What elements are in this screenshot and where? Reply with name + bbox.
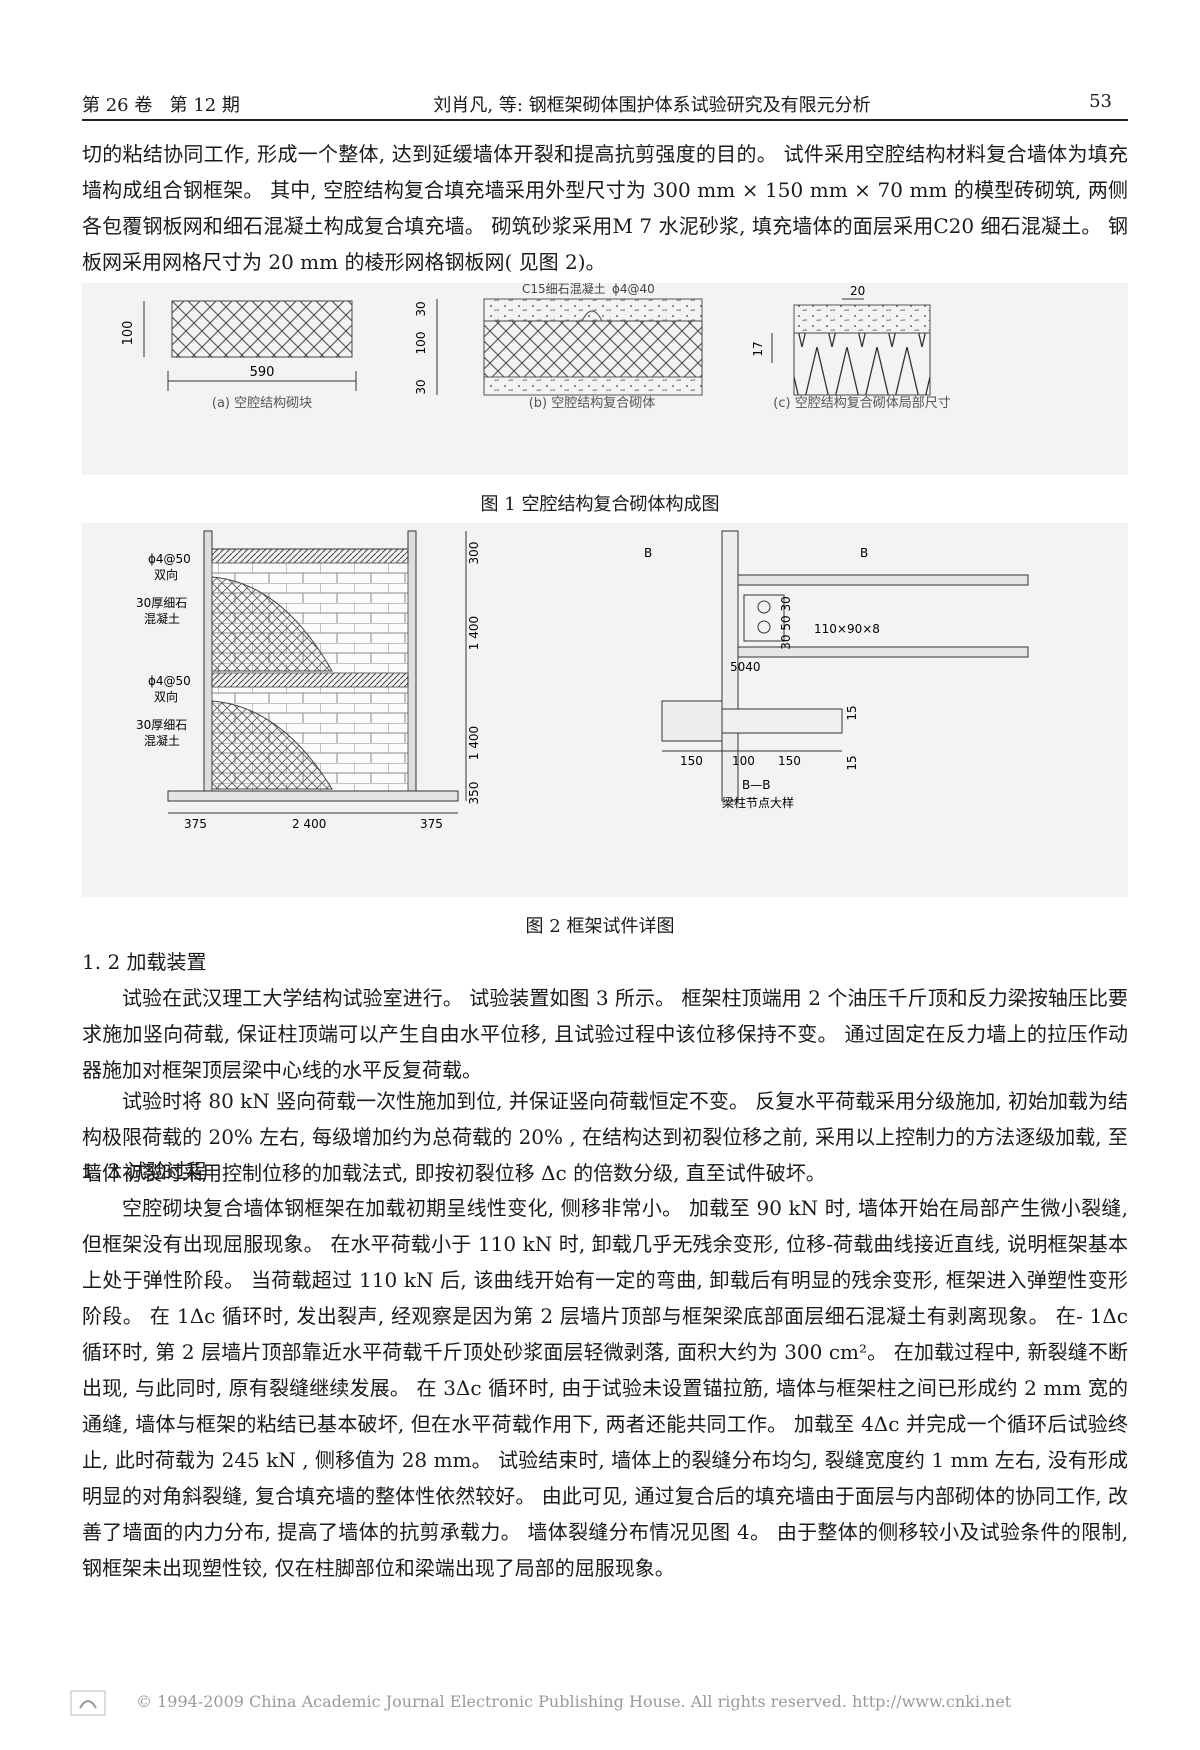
header-volume: 第 26 卷 [82,95,153,116]
label-bidir-1: 双向 [154,567,178,582]
fig1-sub-a: (a) 空腔结构砌块 [212,396,312,411]
dim-350: 350 [467,782,481,805]
header-issue: 第 12 期 [169,95,240,116]
body-paragraph: 试验在武汉理工大学结构试验室进行。 试验装置如图 3 所示。 框架柱顶端用 2 … [82,986,1128,1082]
running-header: 第 26 卷 第 12 期 刘肖凡, 等: 钢框架砌体围护体系试验研究及有限元分… [82,85,1128,121]
dim-150-left: 150 [680,754,703,768]
label-layer-2b: 混凝土 [144,733,180,748]
dim-100: 100 [121,321,136,346]
body-paragraph: 试验时将 80 kN 竖向荷载一次性施加到位, 并保证竖向荷载恒定不变。 反复水… [82,1089,1128,1185]
dim-15-lower: 15 [845,755,859,770]
node-detail: B B 30 50 30 110×90×8 5040 15 15 150 100… [644,530,1029,810]
header-title: 刘肖凡, 等: 钢框架砌体围护体系试验研究及有限元分析 [433,95,871,116]
section-heading-1-2: 1. 2 加载装置 [82,950,207,974]
copyright-footer: © 1994-2009 China Academic Journal Elect… [70,1688,1130,1718]
figure-1c: 20 17 (c) 空腔结构复合砌体局部尺寸 [751,284,951,411]
section-mark-right: B [860,546,868,560]
node-title: 梁柱节点大样 [722,795,794,810]
dim-2400: 2 400 [292,817,326,831]
dim-30-top: 30 [414,301,428,316]
dim-5040: 5040 [730,660,761,674]
label-layer-1b: 混凝土 [144,611,180,626]
dim-30-bottom: 30 [414,379,428,394]
label-bar-2: ϕ4@50 [148,674,191,688]
dim-20: 20 [850,284,865,298]
section-mark-left: B [644,546,652,560]
page-number: 53 [1089,91,1112,112]
label-bidir-2: 双向 [154,689,178,704]
dim-375-left: 375 [184,817,207,831]
body-paragraph: 切的粘结协同工作, 形成一个整体, 达到延缓墙体开裂和提高抗剪强度的目的。 试件… [82,142,1128,274]
dim-590: 590 [250,365,275,380]
figure-1: 100 590 (a) 空腔结构砌块 C15细石混凝土 ϕ4@40 30 100… [82,281,1128,475]
frame-elevation: ϕ4@50 双向 30厚细石 混凝土 ϕ4@50 双向 30厚细石 混凝土 30… [136,530,481,831]
dim-150-right: 150 [778,754,801,768]
figure-1b: C15细石混凝土 ϕ4@40 30 100 30 (b) 空腔结构复合砌体 [414,281,703,411]
figure-1a: 100 590 (a) 空腔结构砌块 [121,300,357,411]
section-heading-1-3: 1. 3 试验过程 [82,1159,207,1183]
section-bb: B—B [742,778,770,792]
dim-15-upper: 15 [845,705,859,720]
figure-2: ϕ4@50 双向 30厚细石 混凝土 ϕ4@50 双向 30厚细石 混凝土 30… [82,523,1128,897]
figure-1-caption: 图 1 空腔结构复合砌体构成图 [480,494,720,515]
dim-1400-upper: 1 400 [467,616,481,650]
figure-2-caption: 图 2 框架试件详图 [525,916,675,937]
dim-17: 17 [751,341,765,356]
figure-2-drawing: ϕ4@50 双向 30厚细石 混凝土 ϕ4@50 双向 30厚细石 混凝土 30… [136,530,1029,831]
label-concrete: C15细石混凝土 [522,283,606,296]
dim-100: 100 [732,754,755,768]
label-layer-1a: 30厚细石 [136,596,187,610]
figure-1-drawing: 100 590 (a) 空腔结构砌块 C15细石混凝土 ϕ4@40 30 100… [121,281,951,411]
label-layer-2a: 30厚细石 [136,718,187,732]
dim-300: 300 [467,542,481,565]
header-volume-issue: 第 26 卷 第 12 期 [82,91,240,117]
publisher-logo-icon [70,1690,106,1716]
label-bar-1: ϕ4@50 [148,552,191,566]
dim-375-right: 375 [420,817,443,831]
fig1-sub-b: (b) 空腔结构复合砌体 [529,396,656,411]
label-bar: ϕ4@40 [612,283,655,296]
fig1-sub-c: (c) 空腔结构复合砌体局部尺寸 [773,396,950,411]
body-paragraph: 空腔砌块复合墙体钢框架在加载初期呈线性变化, 侧移非常小。 加载至 90 kN … [82,1196,1128,1580]
dim-30-50-30: 30 50 30 [779,596,793,649]
dim-1400-lower: 1 400 [467,726,481,760]
plate-size: 110×90×8 [814,622,880,636]
dim-100-b: 100 [414,332,428,355]
copyright-text: © 1994-2009 China Academic Journal Elect… [136,1692,1012,1711]
